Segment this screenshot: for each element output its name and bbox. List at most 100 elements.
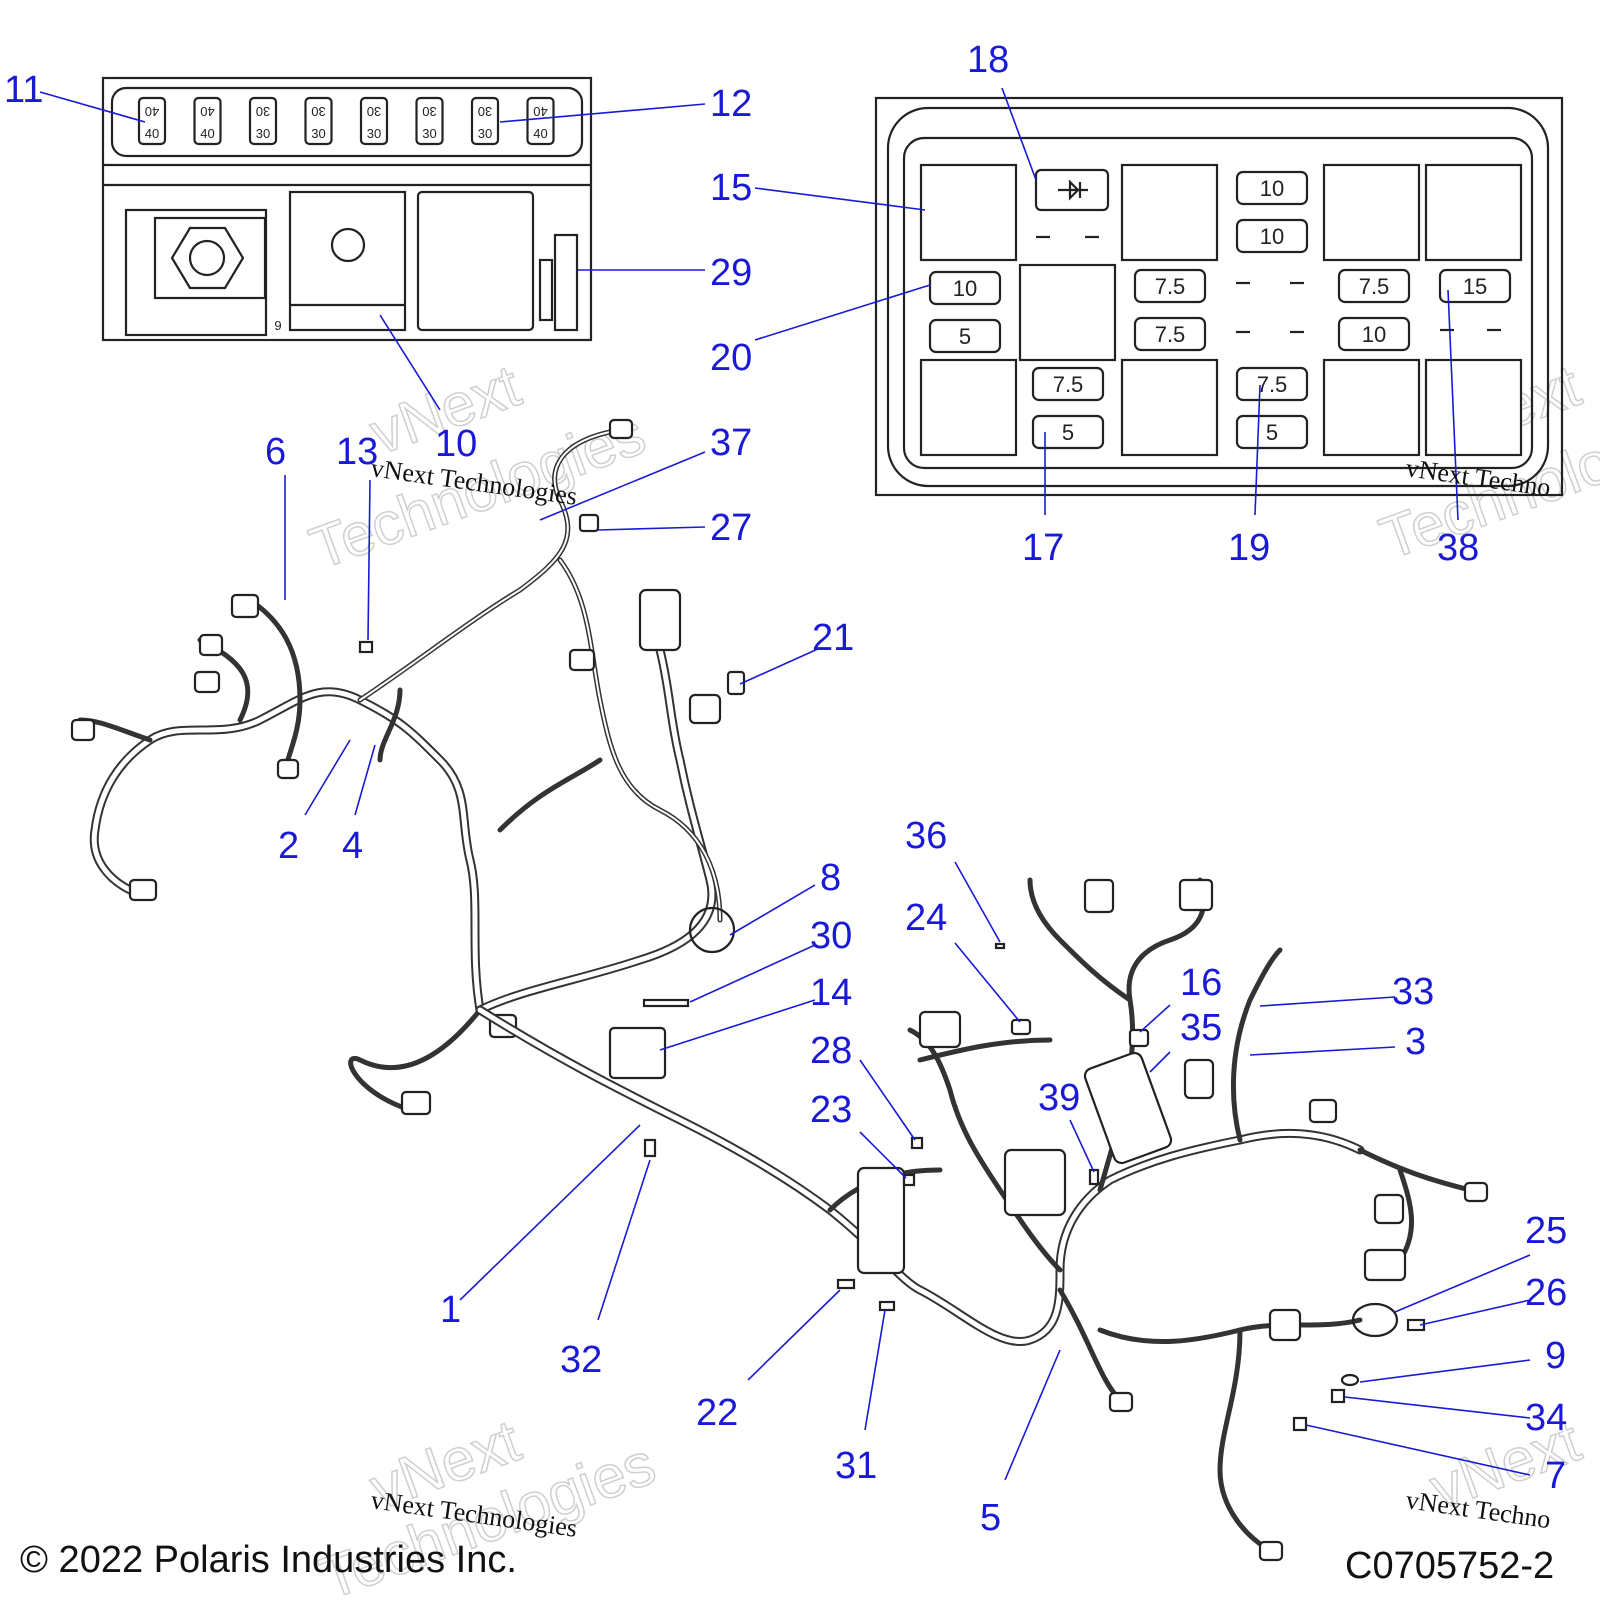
fuse (1337, 316, 1411, 352)
fuse-col-c: 7.5 7.5 (1133, 268, 1207, 352)
leader-33 (1259, 996, 1396, 1007)
relay-square (1120, 163, 1219, 262)
clip-13 (358, 640, 374, 654)
empty-fuse-slots (1036, 235, 1501, 334)
hex-nut (170, 226, 245, 290)
callout-16: 16 (1180, 962, 1222, 1004)
relay-block-14 (608, 1026, 667, 1080)
fuse (1235, 170, 1309, 206)
callout-9: 9 (1545, 1335, 1566, 1377)
fuse-rating: 40 (200, 126, 214, 141)
fuse-rating: 7.5 (1053, 372, 1084, 397)
chassis-harness (475, 877, 1489, 1562)
fuse-rating: 30 (478, 126, 492, 141)
wire-branch (1057, 1287, 1123, 1403)
leader-25 (1394, 1254, 1531, 1313)
clip-32 (643, 1138, 657, 1158)
connector-16 (1128, 1028, 1150, 1048)
leader-35 (1149, 1051, 1171, 1073)
connector (1373, 1193, 1405, 1225)
fuse-rating: 30 (478, 104, 492, 119)
fuse-19 (1235, 366, 1309, 402)
fuse-rating: 30 (422, 126, 436, 141)
fuse-col-d: 10 10 7.5 5 (1235, 170, 1309, 450)
leader-2 (304, 739, 351, 816)
nut-34 (1330, 1388, 1346, 1404)
connector (1083, 878, 1115, 914)
fuse (1031, 366, 1105, 402)
leader-28 (859, 1059, 916, 1141)
copyright-text: © 2022 Polaris Industries Inc. (20, 1539, 517, 1581)
connector (1363, 1248, 1407, 1282)
fuse-38 (1438, 268, 1512, 304)
connector (128, 878, 158, 902)
grommet-25 (1351, 1302, 1399, 1338)
callout-31: 31 (835, 1445, 877, 1487)
connector (400, 1090, 432, 1116)
callout-13: 13 (336, 431, 378, 473)
fuse-strip (110, 86, 584, 158)
front-harness (70, 418, 746, 1116)
leader-16 (1139, 1004, 1171, 1033)
connector (1258, 1540, 1284, 1562)
callout-25: 25 (1525, 1210, 1567, 1252)
fuse-col-e: 7.5 10 (1337, 268, 1411, 352)
fastener-23 (902, 1173, 916, 1187)
callout-39: 39 (1038, 1077, 1080, 1119)
leader-10 (379, 314, 441, 411)
fuse-20 (928, 270, 1002, 306)
fuse (304, 96, 333, 146)
connector (1268, 1308, 1302, 1342)
fuse-rating: 5 (1266, 420, 1278, 445)
fuse-col-b: 7.5 5 (1031, 366, 1105, 450)
fuse-rating: 5 (1062, 420, 1074, 445)
fuse-rating: 30 (256, 104, 270, 119)
connector-large (1003, 1148, 1067, 1217)
module-35 (1083, 1051, 1173, 1165)
fuse-17 (1031, 414, 1105, 450)
leader-20 (754, 284, 931, 341)
relay-box-frame (874, 96, 1564, 497)
callout-12: 12 (710, 83, 752, 125)
wire-branch (1230, 947, 1283, 1143)
leader-14 (659, 999, 816, 1051)
connector-29 (553, 233, 579, 332)
stud-circle (188, 239, 226, 277)
callout-18: 18 (967, 39, 1009, 81)
leader-26 (1419, 1299, 1531, 1326)
relay-fuse-box: 10 5 7.5 5 7.5 7.5 10 10 7.5 5 (874, 96, 1564, 497)
relay-box-outer-rim (886, 106, 1550, 488)
callout-34: 34 (1525, 1397, 1567, 1439)
fuse-rating: 30 (311, 104, 325, 119)
fuse (1337, 268, 1411, 304)
fuse-box-marking: 9 (274, 318, 281, 333)
callout-24: 24 (905, 897, 947, 939)
callout-38: 38 (1437, 527, 1479, 569)
callout-labels: 11 12 18 15 29 20 10 6 13 37 27 17 19 38… (4, 39, 1567, 1539)
relay-10 (288, 190, 407, 332)
fuse-rating: 7.5 (1155, 274, 1186, 299)
fuse-rating: 30 (367, 104, 381, 119)
fuse-rating: 30 (367, 126, 381, 141)
fuse (470, 96, 500, 146)
callout-19: 19 (1228, 527, 1270, 569)
clip-36 (994, 942, 1006, 950)
fuse-col-f: 15 (1438, 268, 1512, 304)
leader-8 (729, 884, 816, 936)
callout-33: 33 (1392, 971, 1434, 1013)
callout-3: 3 (1405, 1021, 1426, 1063)
relay-square (1018, 263, 1117, 362)
connector (276, 758, 300, 780)
fuse (1133, 268, 1207, 304)
relay-block (416, 190, 535, 332)
connector (198, 633, 224, 657)
clip-31 (878, 1300, 896, 1312)
wire-branch (1357, 1147, 1473, 1193)
fastener-39 (1088, 1168, 1100, 1186)
ecu-module (856, 1166, 906, 1275)
relay-square (919, 358, 1018, 457)
tie-30 (642, 998, 690, 1008)
fuse (248, 96, 278, 146)
leader-7 (1305, 1424, 1531, 1476)
